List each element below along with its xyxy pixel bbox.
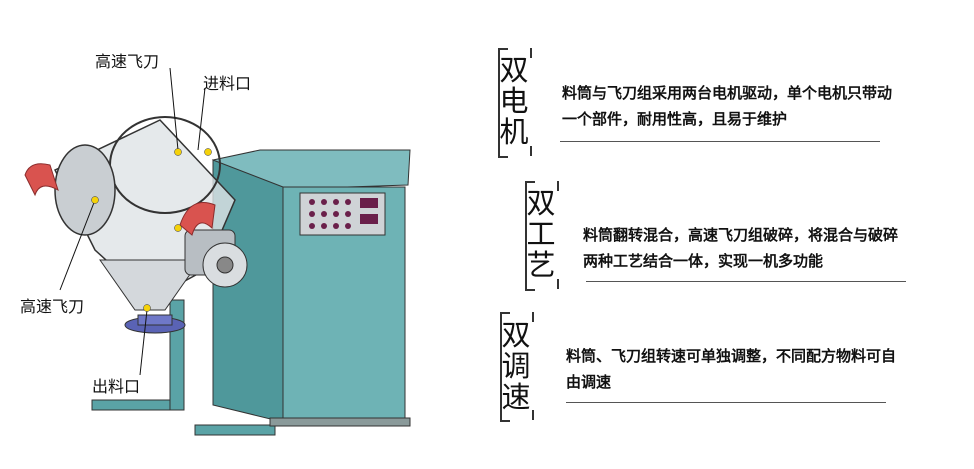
control-buttons — [309, 198, 378, 229]
label-side-knife: 高速飞刀 — [20, 297, 85, 316]
mixer-machine-illustration — [24, 67, 411, 436]
label-inlet: 进料口 — [203, 74, 252, 93]
feature-description: 料筒、飞刀组转速可单独调整，不同配方物料可自由调速 — [566, 347, 897, 391]
marker-dots — [91, 148, 212, 312]
feature-title: 双调速 — [501, 318, 531, 414]
bracket — [500, 312, 510, 422]
rotation-arrow-left — [24, 163, 59, 197]
feature-description: 料筒翻转混合，高速飞刀组破碎，将混合与破碎两种工艺结合一体，实现一机多功能 — [583, 226, 899, 270]
divider — [560, 141, 880, 142]
motor — [184, 229, 248, 288]
label-top-knife: 高速飞刀 — [95, 52, 160, 71]
divider — [566, 402, 886, 403]
divider — [586, 281, 906, 282]
base-rail-left — [91, 399, 183, 411]
bracket — [525, 181, 535, 291]
base-plate — [269, 417, 411, 427]
feature-title: 双工艺 — [526, 186, 556, 282]
base-rail-right — [194, 424, 276, 436]
feature-title: 双电机 — [499, 53, 529, 149]
feature-description: 料筒与飞刀组采用两台电机驱动，单个电机只带动一个部件，耐用性高，且易于维护 — [562, 84, 893, 128]
label-outlet: 出料口 — [92, 377, 141, 396]
bracket — [498, 48, 508, 158]
rotation-arrow-right — [179, 202, 216, 236]
